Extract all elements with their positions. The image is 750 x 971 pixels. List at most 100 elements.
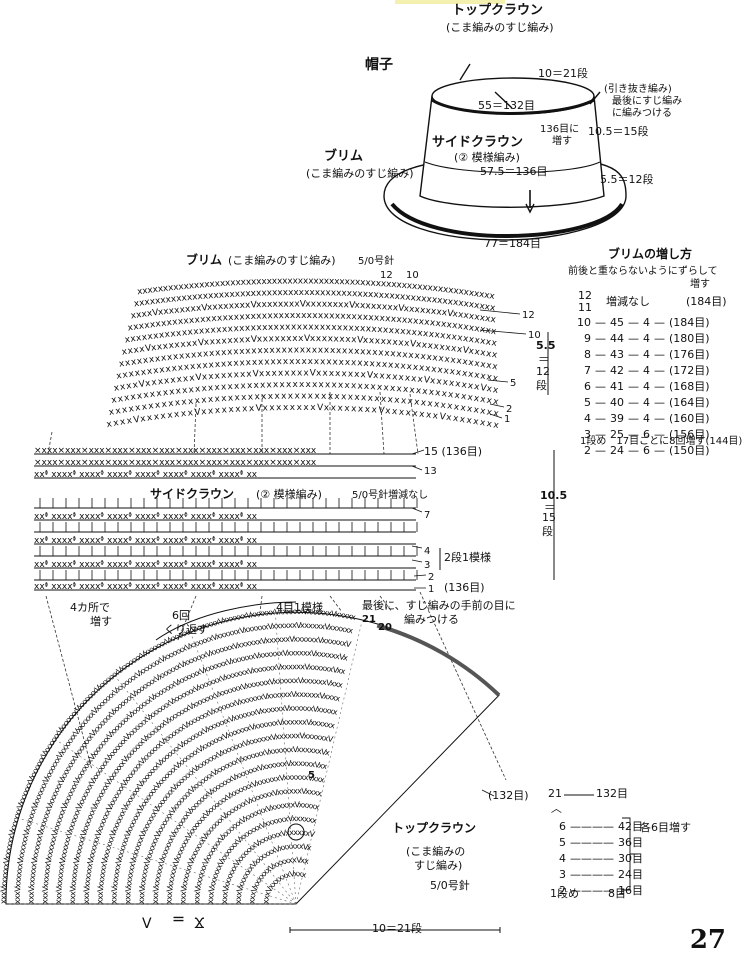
crown-stitch: x bbox=[202, 621, 210, 631]
brim-stitch: V bbox=[357, 335, 364, 345]
brim-stitch: x bbox=[141, 402, 148, 413]
crown-stitch: x bbox=[113, 862, 123, 869]
brim-stitch: x bbox=[258, 358, 264, 368]
brim-stitch: x bbox=[286, 334, 292, 344]
crown-stitch: x bbox=[152, 724, 162, 734]
crown-stitch: x bbox=[230, 699, 238, 709]
brim-stitch: x bbox=[355, 278, 361, 288]
brim-stitch: V bbox=[195, 373, 203, 384]
brim-stitch: x bbox=[170, 329, 177, 340]
crown-stitch: V bbox=[205, 787, 215, 798]
crown-stitch: V bbox=[105, 803, 116, 812]
crown-stitch: x bbox=[143, 820, 153, 829]
crown-stitch: x bbox=[70, 870, 80, 876]
brim-stitch: x bbox=[392, 407, 399, 417]
brim-stitch: x bbox=[173, 410, 180, 421]
row-number: 4 bbox=[546, 850, 568, 866]
crown-stitch: x bbox=[319, 775, 326, 785]
crown-stitch: V bbox=[82, 886, 91, 893]
crown-stitch: x bbox=[221, 794, 230, 804]
crown-stitch: x bbox=[97, 789, 107, 798]
crown-stitch: x bbox=[42, 874, 51, 880]
crown-stitch: x bbox=[131, 812, 141, 821]
crown-stitch: x bbox=[2, 854, 12, 860]
crown-stitch: V bbox=[15, 801, 25, 810]
crown-stitch: x bbox=[129, 854, 139, 861]
crown-stitch: x bbox=[242, 696, 249, 706]
brim-stitch: x bbox=[310, 334, 316, 344]
crown-stitch: x bbox=[328, 623, 334, 633]
crown-stitch: x bbox=[40, 814, 50, 822]
crown-stitch: x bbox=[120, 838, 130, 846]
brim-stitch: x bbox=[299, 288, 305, 298]
crown-stitch: x bbox=[66, 759, 76, 768]
side-pattern-row: xxᶲ xxxxᶲ xxxxᶲ xxxxᶲ xxxxᶲ xxxxᶲ xxxxᶲ … bbox=[34, 512, 258, 522]
brim-stitch: x bbox=[491, 350, 499, 361]
crown-stitch: x bbox=[249, 841, 258, 851]
brim-stitch: x bbox=[439, 342, 446, 353]
brim-stitch: x bbox=[214, 371, 221, 381]
crown-stitch: x bbox=[138, 777, 148, 786]
crown-stitch: x bbox=[28, 874, 37, 880]
brim-stitch: x bbox=[245, 358, 251, 368]
crown-stitch: x bbox=[264, 833, 272, 843]
crown-stitch: x bbox=[68, 899, 77, 904]
crown-stitch: x bbox=[196, 796, 206, 806]
crown-stitch: V bbox=[240, 681, 248, 691]
crown-stitch: x bbox=[255, 665, 261, 675]
crown-stitch: x bbox=[313, 788, 319, 798]
crown-stitch: x bbox=[241, 611, 248, 621]
side-crown-heading: サイドクラウン bbox=[432, 135, 523, 150]
brim-stitch: x bbox=[140, 367, 147, 378]
crown-stitch: x bbox=[68, 710, 78, 720]
crown-stitch: x bbox=[132, 687, 141, 697]
crown-stitch: x bbox=[215, 781, 224, 791]
crown-stitch: x bbox=[132, 705, 142, 715]
crown-stitch: x bbox=[333, 679, 339, 689]
crown-stitch: x bbox=[299, 607, 304, 616]
crown-stitch: x bbox=[306, 676, 311, 685]
brim-stitch: x bbox=[440, 331, 447, 342]
crown-stitch: x bbox=[0, 899, 8, 904]
brim-stitch: x bbox=[400, 361, 407, 371]
crown-stitch: x bbox=[226, 807, 235, 817]
stitch-total: (180目) bbox=[667, 330, 712, 346]
crown-stitch: x bbox=[178, 723, 187, 733]
crown-stitch: x bbox=[69, 755, 79, 764]
crown-stitch: x bbox=[30, 854, 40, 860]
interval: 39 bbox=[608, 410, 626, 426]
crown-stitch: V bbox=[172, 677, 182, 688]
crown-stitch: x bbox=[213, 766, 222, 776]
crown-stitch: V bbox=[320, 747, 327, 757]
crown-stitch: x bbox=[225, 845, 235, 854]
crown-stitch: x bbox=[83, 878, 92, 884]
crown-stitch: V bbox=[71, 751, 82, 761]
brim-stitch: x bbox=[148, 355, 155, 366]
crown-stitch: x bbox=[303, 649, 308, 658]
crown-stitch: x bbox=[251, 824, 260, 834]
crown-stitch: x bbox=[180, 839, 190, 848]
crown-stitch: x bbox=[205, 806, 215, 816]
crown-stitch: x bbox=[119, 735, 129, 745]
crown-stitch: x bbox=[258, 609, 264, 619]
brim-stitch: x bbox=[273, 311, 279, 321]
crown-stitch: x bbox=[63, 834, 73, 841]
crown-stitch: x bbox=[235, 712, 242, 722]
brim-stitch: V bbox=[198, 338, 206, 349]
crown-stitch: x bbox=[125, 874, 135, 880]
crown-stitch: x bbox=[43, 806, 53, 814]
brim-stitch: x bbox=[228, 405, 235, 415]
crown-stitch: x bbox=[265, 719, 271, 729]
crown-stitch: x bbox=[297, 704, 302, 713]
crown-stitch: x bbox=[151, 835, 161, 843]
brim-stitch: x bbox=[201, 372, 208, 382]
crown-stitch: x bbox=[259, 623, 265, 633]
crown-stitch: x bbox=[251, 882, 261, 890]
crown-stitch: x bbox=[245, 723, 252, 733]
crown-stitch: x bbox=[49, 762, 59, 771]
brim-stitch: x bbox=[429, 376, 436, 387]
brim-stitch: V bbox=[133, 415, 141, 426]
brim-stitch: x bbox=[137, 287, 144, 298]
crown-stitch: x bbox=[120, 679, 130, 689]
brim-stitch: x bbox=[468, 358, 475, 369]
